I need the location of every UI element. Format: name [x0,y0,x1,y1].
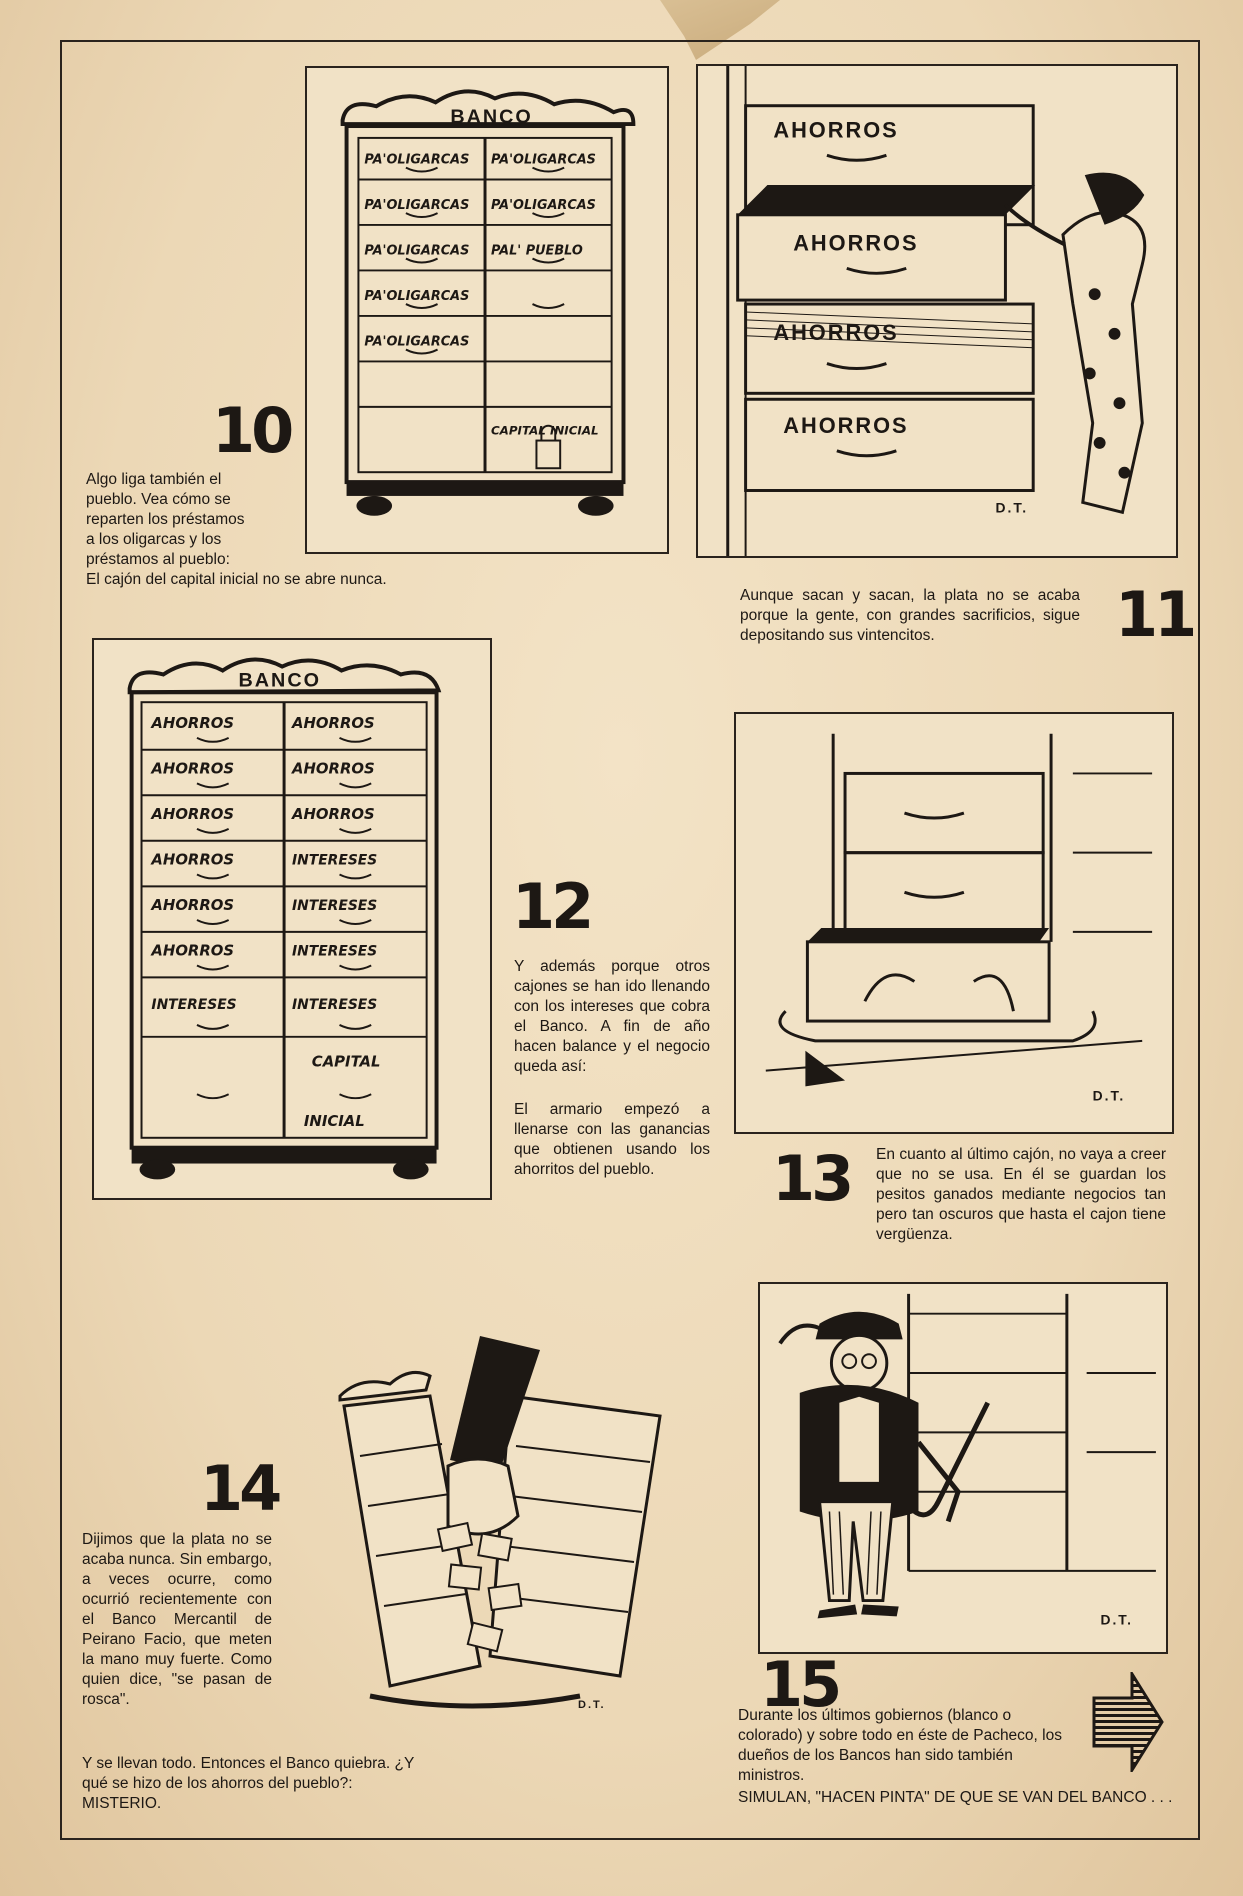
p12-right-drawer-3: AHORROS [291,805,375,823]
p11-drawer-2: AHORROS [793,231,918,256]
panel-14-caption: Dijimos que la plata no se acaba nunca. … [82,1531,272,1708]
panel-15-number: 15 [760,1648,842,1721]
p12-left-drawer-3: AHORROS [150,805,234,823]
p11-drawer-4: AHORROS [783,413,908,438]
p10-left-drawer-3: PA'OLIGARCAS [364,244,469,259]
panel-14-number: 14 [200,1452,282,1525]
panel-14-caption-tail: Y se llevan todo. Entonces el Banco quie… [82,1755,415,1812]
p12-left-drawer-4: AHORROS [150,851,234,869]
panel-12-caption-2: El armario empezó a llenarse con las gan… [514,1101,710,1178]
panel-12-caption: Y además porque otros cajones se han ido… [514,958,710,1075]
p10-caption-line-1: Algo liga también el [86,471,222,488]
p11-drawer-3: AHORROS [773,320,898,345]
panel-12-illustration: BANCO AHORROS AHORROS AHORROS AHORROS AH… [92,638,492,1200]
p11-signature: D.T. [996,499,1029,515]
p10-left-drawer-2: PA'OLIGARCAS [364,198,469,213]
p12-left-drawer-5: AHORROS [150,896,234,914]
striped-arrow-shape [1092,1672,1164,1772]
panel-13-illustration: D.T. [734,712,1174,1134]
panel-15-illustration: D.T. [758,1282,1168,1654]
panel-10-caption: Algo liga también el pueblo. Vea cómo se… [86,470,386,570]
panel-11-illustration: AHORROS AHORROS AHORROS AHORROS D.T. [696,64,1178,558]
p10-right-drawer-2: PA'OLIGARCAS [491,198,596,213]
bank-cabinet-full-drawing: BANCO AHORROS AHORROS AHORROS AHORROS AH… [127,657,442,1180]
p10-caption-line-2: pueblo. Vea cómo se [86,491,231,508]
p12-left-drawer-1: AHORROS [150,714,234,732]
p10-left-drawer-5: PA'OLIGARCAS [364,335,469,350]
p12-right-drawer-1: AHORROS [291,714,375,732]
p12-capital-label-2: INICIAL [304,1112,365,1130]
panel-10-illustration: BANCO PA'OLIGARCAS PA'OLIGARCAS PA'OLIGA… [305,66,669,554]
p12-left-drawer-6: AHORROS [150,942,234,960]
panel-15-caption-tail: SIMULAN, "HACEN PINTA" DE QUE SE VAN DEL… [738,1789,1173,1806]
savings-drawers-drawing: AHORROS AHORROS AHORROS AHORROS D.T. [726,66,1147,556]
p12-right-drawer-2: AHORROS [291,759,375,777]
p12-sign: BANCO [239,669,321,691]
p10-caption-line-3: reparten los préstamos [86,511,245,528]
bank-cabinet-oligarcas-drawing: BANCO PA'OLIGARCAS PA'OLIGARCAS PA'OLIGA… [340,89,636,516]
p10-caption-line-4: a los oligarcas y los [86,531,222,548]
panel-13-number: 13 [772,1142,854,1215]
panel-11-caption: Aunque sacan y sacan, la plata no se aca… [740,587,1080,644]
p15-signature: D.T. [1101,1611,1134,1627]
p12-left-drawer-2: AHORROS [150,759,234,777]
page-border [60,40,1200,1840]
panel-10-caption-tail: El cajón del capital inicial no se abre … [86,571,387,588]
hidden-drawer-drawing: D.T. [765,733,1153,1103]
p13-signature: D.T. [1093,1087,1126,1103]
panel-13-caption: En cuanto al último cajón, no vaya a cre… [876,1146,1166,1243]
p12-right-drawer-7: INTERESES [292,997,377,1013]
p10-left-drawer-4: PA'OLIGARCAS [364,289,469,304]
banker-minister-drawing: D.T. [778,1293,1156,1627]
p12-right-drawer-6: INTERESES [292,944,377,960]
broken-bank-cabinet-drawing: D.T. [338,1336,662,1711]
panel-10-number: 10 [212,394,294,467]
next-page-arrow-icon[interactable] [1092,1672,1164,1772]
p10-right-drawer-3: PAL' PUEBLO [491,244,583,259]
p14-signature: D.T. [578,1699,606,1711]
p11-drawer-1: AHORROS [773,117,898,142]
panel-11-number: 11 [1115,578,1197,651]
p10-caption-line-5: préstamos al pueblo: [86,551,230,568]
p12-right-drawer-4: INTERESES [292,853,377,869]
panel-14-illustration: D.T. [330,1336,670,1716]
p12-left-drawer-7: INTERESES [151,997,236,1013]
p10-sign: BANCO [450,106,532,128]
panel-15-caption: Durante los últimos gobiernos (blanco o … [738,1707,1062,1784]
p12-right-drawer-5: INTERESES [292,898,377,914]
panel-12-number: 12 [512,870,594,943]
p10-right-drawer-1: PA'OLIGARCAS [491,153,596,168]
p10-capital-label: CAPITAL INICIAL [491,424,599,438]
p10-left-drawer-1: PA'OLIGARCAS [364,153,469,168]
p12-capital-label-1: CAPITAL [312,1053,381,1071]
